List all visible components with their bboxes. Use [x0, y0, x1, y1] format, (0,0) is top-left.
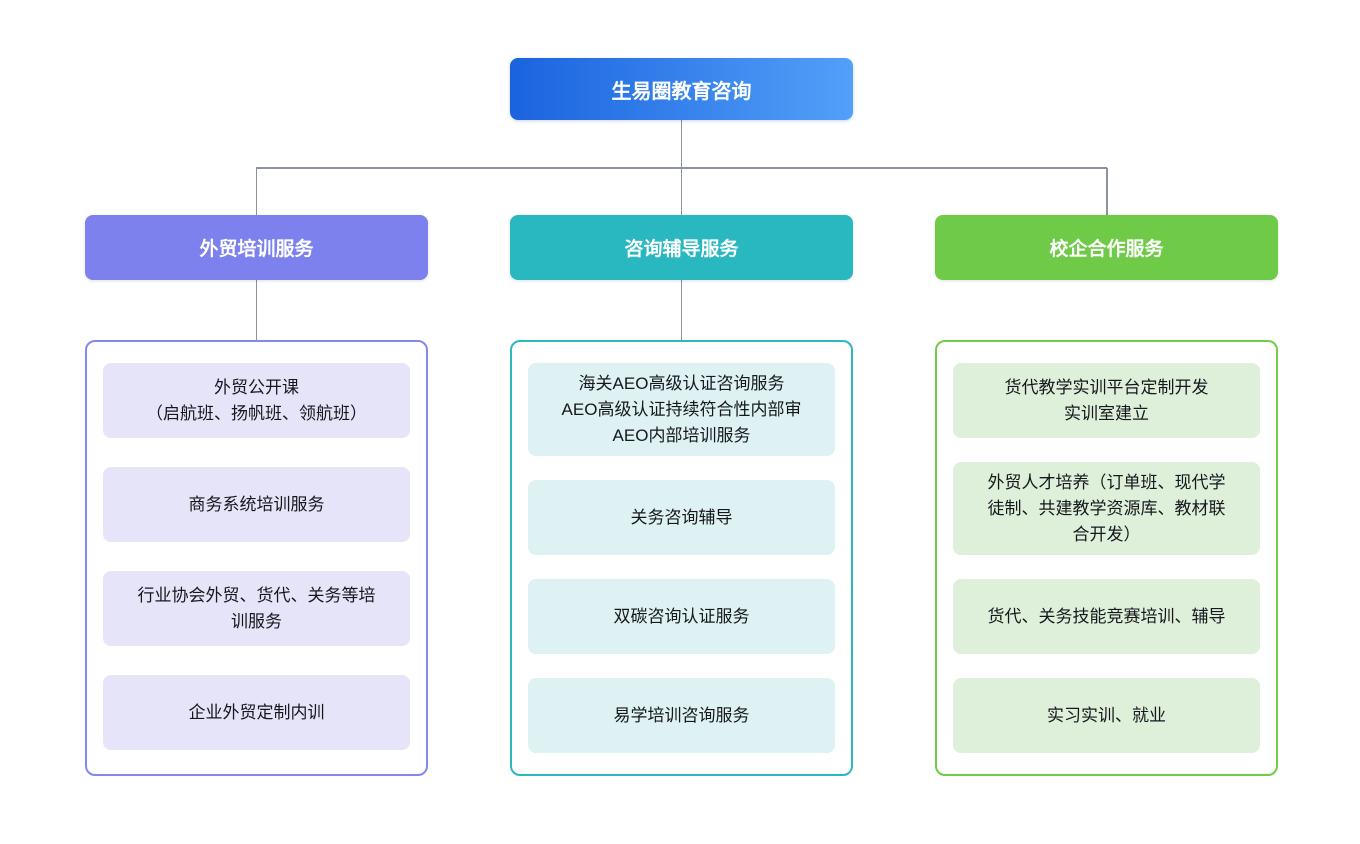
branch-trade-training-header[interactable]: 外贸培训服务	[85, 215, 428, 280]
branch-school-enterprise: 校企合作服务 货代教学实训平台定制开发 实训室建立 外贸人才培养（订单班、现代学…	[935, 215, 1278, 776]
item-talent-cultivation[interactable]: 外贸人才培养（订单班、现代学 徒制、共建教学资源库、教材联 合开发）	[953, 462, 1260, 555]
connector-middle-header-to-group	[680, 280, 682, 340]
item-customs-consulting[interactable]: 关务咨询辅导	[528, 480, 835, 555]
branch-school-enterprise-group: 货代教学实训平台定制开发 实训室建立 外贸人才培养（订单班、现代学 徒制、共建教…	[935, 340, 1278, 776]
connector-rail-to-right-header	[1106, 168, 1108, 215]
branch-header-label: 外贸培训服务	[199, 239, 314, 260]
root-node-label: 生易圈教育咨询	[611, 80, 752, 103]
item-business-system-training[interactable]: 商务系统培训服务	[103, 467, 410, 542]
item-skill-competition-training[interactable]: 货代、关务技能竞赛培训、辅导	[953, 579, 1260, 654]
item-freight-training-platform[interactable]: 货代教学实训平台定制开发 实训室建立	[953, 363, 1260, 438]
connector-horizontal-rail	[255, 167, 1107, 169]
item-open-trade-course[interactable]: 外贸公开课 （启航班、扬帆班、领航班）	[103, 363, 410, 438]
branch-trade-training-group: 外贸公开课 （启航班、扬帆班、领航班） 商务系统培训服务 行业协会外贸、货代、关…	[85, 340, 428, 776]
item-yixue-training-consulting[interactable]: 易学培训咨询服务	[528, 678, 835, 753]
branch-consulting: 咨询辅导服务 海关AEO高级认证咨询服务 AEO高级认证持续符合性内部审 AEO…	[510, 215, 853, 776]
item-association-training[interactable]: 行业协会外贸、货代、关务等培 训服务	[103, 571, 410, 646]
item-enterprise-custom-training[interactable]: 企业外贸定制内训	[103, 675, 410, 750]
branch-header-label: 咨询辅导服务	[624, 239, 739, 260]
branch-header-label: 校企合作服务	[1049, 239, 1164, 260]
branch-consulting-group: 海关AEO高级认证咨询服务 AEO高级认证持续符合性内部审 AEO内部培训服务 …	[510, 340, 853, 776]
item-aeo-certification-consulting[interactable]: 海关AEO高级认证咨询服务 AEO高级认证持续符合性内部审 AEO内部培训服务	[528, 363, 835, 456]
item-internship-employment[interactable]: 实习实训、就业	[953, 678, 1260, 753]
item-dual-carbon-consulting[interactable]: 双碳咨询认证服务	[528, 579, 835, 654]
branch-school-enterprise-header[interactable]: 校企合作服务	[935, 215, 1278, 280]
connector-rail-to-left-header	[255, 168, 257, 215]
root-node[interactable]: 生易圈教育咨询	[510, 58, 853, 120]
connector-left-header-to-group	[255, 280, 257, 340]
branch-consulting-header[interactable]: 咨询辅导服务	[510, 215, 853, 280]
branch-trade-training: 外贸培训服务 外贸公开课 （启航班、扬帆班、领航班） 商务系统培训服务 行业协会…	[85, 215, 428, 776]
